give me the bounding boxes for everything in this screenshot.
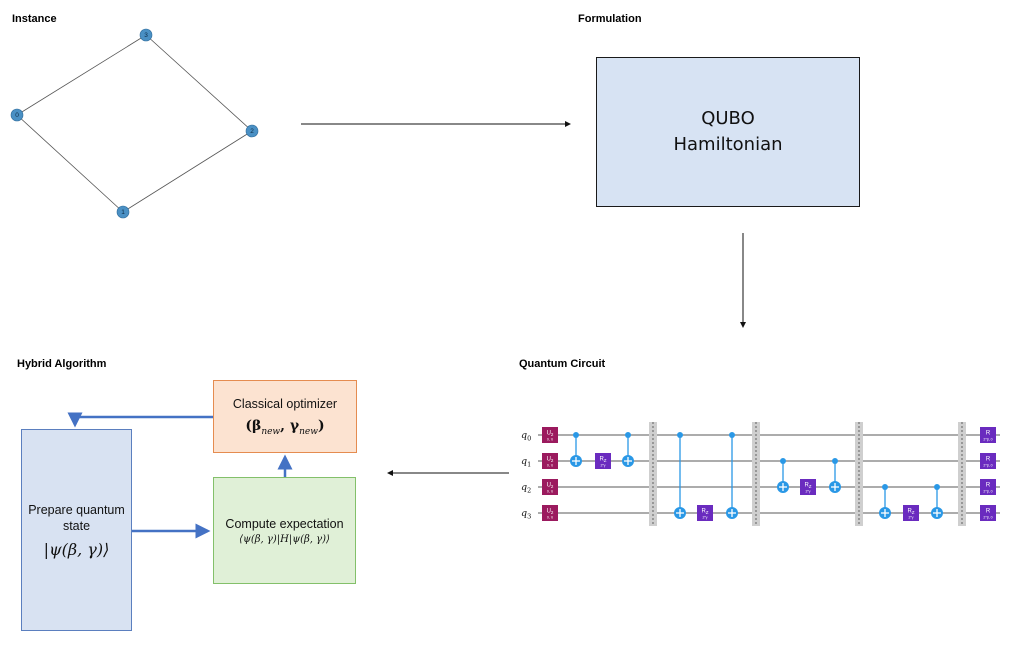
rz-gate-param: 2*γ xyxy=(908,516,913,520)
qubit-label: q1 xyxy=(521,456,531,469)
rz-gate-param: 2*γ xyxy=(805,490,810,494)
graph-node xyxy=(10,108,24,122)
qubit-label: q0 xyxy=(521,430,531,443)
rz-gate-param: 2*γ xyxy=(702,516,707,520)
prepare-quantum-state-box: Prepare quantum state |ψ(β, γ)⟩ xyxy=(21,429,132,631)
rz-gate xyxy=(697,505,713,521)
r-gate-label: R xyxy=(986,431,991,437)
prepare-label: Prepare quantum state xyxy=(28,502,125,533)
u2-gate-param: 0, π xyxy=(547,438,554,442)
qubit-label: q3 xyxy=(521,508,531,521)
classical-optimizer-box: Classical optimizer (βnew, γnew) xyxy=(213,380,357,453)
u2-gate-label: U2 xyxy=(547,483,554,490)
optimizer-math: (βnew, γnew) xyxy=(245,418,325,437)
cnot-control xyxy=(677,432,683,438)
r-gate xyxy=(980,479,996,495)
u2-gate xyxy=(542,453,558,469)
cnot-control xyxy=(780,458,786,464)
graph-node-label: 0 xyxy=(15,112,19,119)
rz-gate-label: RZ xyxy=(701,509,708,516)
rz-gate xyxy=(903,505,919,521)
graph-edge xyxy=(16,114,124,213)
u2-gate-param: 0, π xyxy=(547,464,554,468)
u2-gate xyxy=(542,505,558,521)
graph-edge xyxy=(16,34,147,116)
u2-gate xyxy=(542,427,558,443)
r-gate-param: 2*β, 0 xyxy=(983,438,992,442)
qubo-hamiltonian-box: QUBO Hamiltonian xyxy=(596,57,860,207)
compute-expectation-box: Compute expectation ⟨ψ(β, γ)|H|ψ(β, γ)⟩ xyxy=(213,477,356,584)
r-gate-param: 2*β, 0 xyxy=(983,464,992,468)
cnot-control xyxy=(573,432,579,438)
expectation-math: ⟨ψ(β, γ)|H|ψ(β, γ)⟩ xyxy=(239,534,330,545)
instance-title: Instance xyxy=(12,13,57,25)
optimizer-label: Classical optimizer xyxy=(232,397,338,412)
graph-node xyxy=(116,205,130,219)
r-gate xyxy=(980,427,996,443)
r-gate-label: R xyxy=(986,457,991,463)
graph-node-label: 2 xyxy=(250,128,254,135)
graph-edge xyxy=(122,130,253,213)
formulation-title: Formulation xyxy=(578,13,642,25)
r-gate xyxy=(980,453,996,469)
expectation-label: Compute expectation xyxy=(225,517,344,531)
rz-gate xyxy=(595,453,611,469)
r-gate-label: R xyxy=(986,483,991,489)
rz-gate-label: RZ xyxy=(804,483,811,490)
gamma-new: γ xyxy=(289,418,300,435)
graph-node-label: 1 xyxy=(121,209,125,216)
graph-edge xyxy=(145,34,253,132)
cnot-control xyxy=(625,432,631,438)
quantum-circuit-title: Quantum Circuit xyxy=(519,358,606,370)
graph-node xyxy=(245,124,259,138)
u2-gate xyxy=(542,479,558,495)
r-gate-label: R xyxy=(986,509,991,515)
graph-node xyxy=(139,28,153,42)
u2-gate-param: 0, π xyxy=(547,490,554,494)
cnot-control xyxy=(882,484,888,490)
r-gate-param: 2*β, 0 xyxy=(983,516,992,520)
rz-gate-param: 2*γ xyxy=(600,464,605,468)
r-gate-param: 2*β, 0 xyxy=(983,490,992,494)
cnot-control xyxy=(934,484,940,490)
arrow-optimizer-to-prepare xyxy=(67,412,213,428)
u2-gate-param: 0, π xyxy=(547,516,554,520)
prepare-math: |ψ(β, γ)⟩ xyxy=(43,539,110,559)
hamiltonian-label: Hamiltonian xyxy=(673,134,783,155)
cnot-control xyxy=(832,458,838,464)
r-gate xyxy=(980,505,996,521)
u2-gate-label: U2 xyxy=(547,431,554,438)
rz-gate xyxy=(800,479,816,495)
rz-gate-label: RZ xyxy=(907,509,914,516)
qubo-label: QUBO xyxy=(701,108,755,129)
qubit-label: q2 xyxy=(521,482,531,495)
u2-gate-label: U2 xyxy=(547,457,554,464)
graph-node-label: 3 xyxy=(144,32,148,39)
u2-gate-label: U2 xyxy=(547,509,554,516)
cnot-control xyxy=(729,432,735,438)
beta-new: β xyxy=(252,418,262,435)
instance-graph: 0 1 2 3 xyxy=(10,28,259,219)
hybrid-algorithm-title: Hybrid Algorithm xyxy=(17,358,107,370)
rz-gate-label: RZ xyxy=(599,457,606,464)
